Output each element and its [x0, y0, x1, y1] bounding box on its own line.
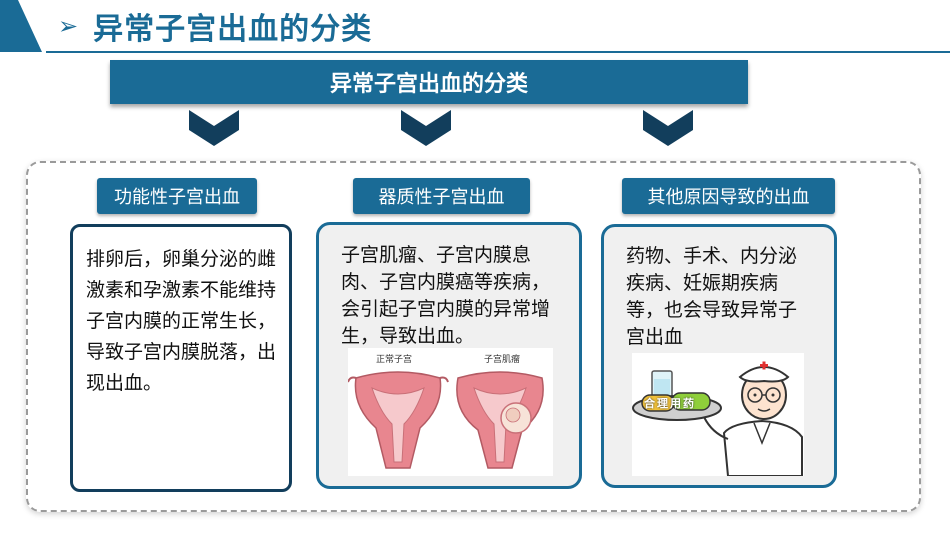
corner-accent — [0, 0, 42, 52]
uterus-comparison-illustration: 正常子宫 子宫肌瘤 — [348, 348, 553, 476]
tray-label: 合理用药 — [644, 397, 696, 410]
card-text-functional: 排卵后，卵巢分泌的雌激素和孕激素不能维持子宫内膜的正常生长，导致子宫内膜脱落，出… — [86, 248, 277, 394]
uterus-drawing — [348, 371, 544, 469]
banner-title: 异常子宫出血的分类 — [329, 72, 528, 97]
chevron-down-icon — [189, 110, 239, 146]
chevron-down-icon — [643, 110, 693, 146]
fibroid-uterus-shape — [456, 371, 544, 469]
arrow-bullet-icon: ➢ — [58, 12, 80, 40]
category-label-text: 功能性子宫出血 — [114, 187, 240, 208]
header-divider — [46, 51, 950, 53]
card-text-organic: 子宫肌瘤、子宫内膜息肉、子宫内膜癌等疾病，会引起子宫内膜的异常增生，导致出血。 — [341, 244, 551, 347]
normal-uterus-label: 正常子宫 — [376, 355, 413, 365]
classification-banner: 异常子宫出血的分类 — [110, 60, 748, 104]
card-functional — [70, 224, 292, 492]
doctor-medicine-illustration: 合理用药 — [632, 353, 804, 477]
category-label-text: 器质性子宫出血 — [378, 187, 505, 208]
page-title-text: 异常子宫出血的分类 — [93, 12, 373, 47]
category-label-functional: 功能性子宫出血 — [97, 178, 257, 214]
normal-uterus-shape — [348, 371, 449, 469]
category-label-other: 其他原因导致的出血 — [622, 178, 835, 214]
card-text-other: 药物、手术、内分泌疾病、妊娠期疾病等，也会导致异常子宫出血 — [626, 245, 798, 348]
categories-container — [26, 161, 921, 512]
category-label-text: 其他原因导致的出血 — [647, 187, 810, 208]
fibroid-uterus-label: 子宫肌瘤 — [484, 355, 521, 365]
chevron-down-icon — [401, 110, 451, 146]
doctor-drawing — [632, 361, 803, 477]
page-title: ➢ 异常子宫出血的分类 — [58, 8, 372, 47]
category-label-organic: 器质性子宫出血 — [353, 178, 530, 214]
